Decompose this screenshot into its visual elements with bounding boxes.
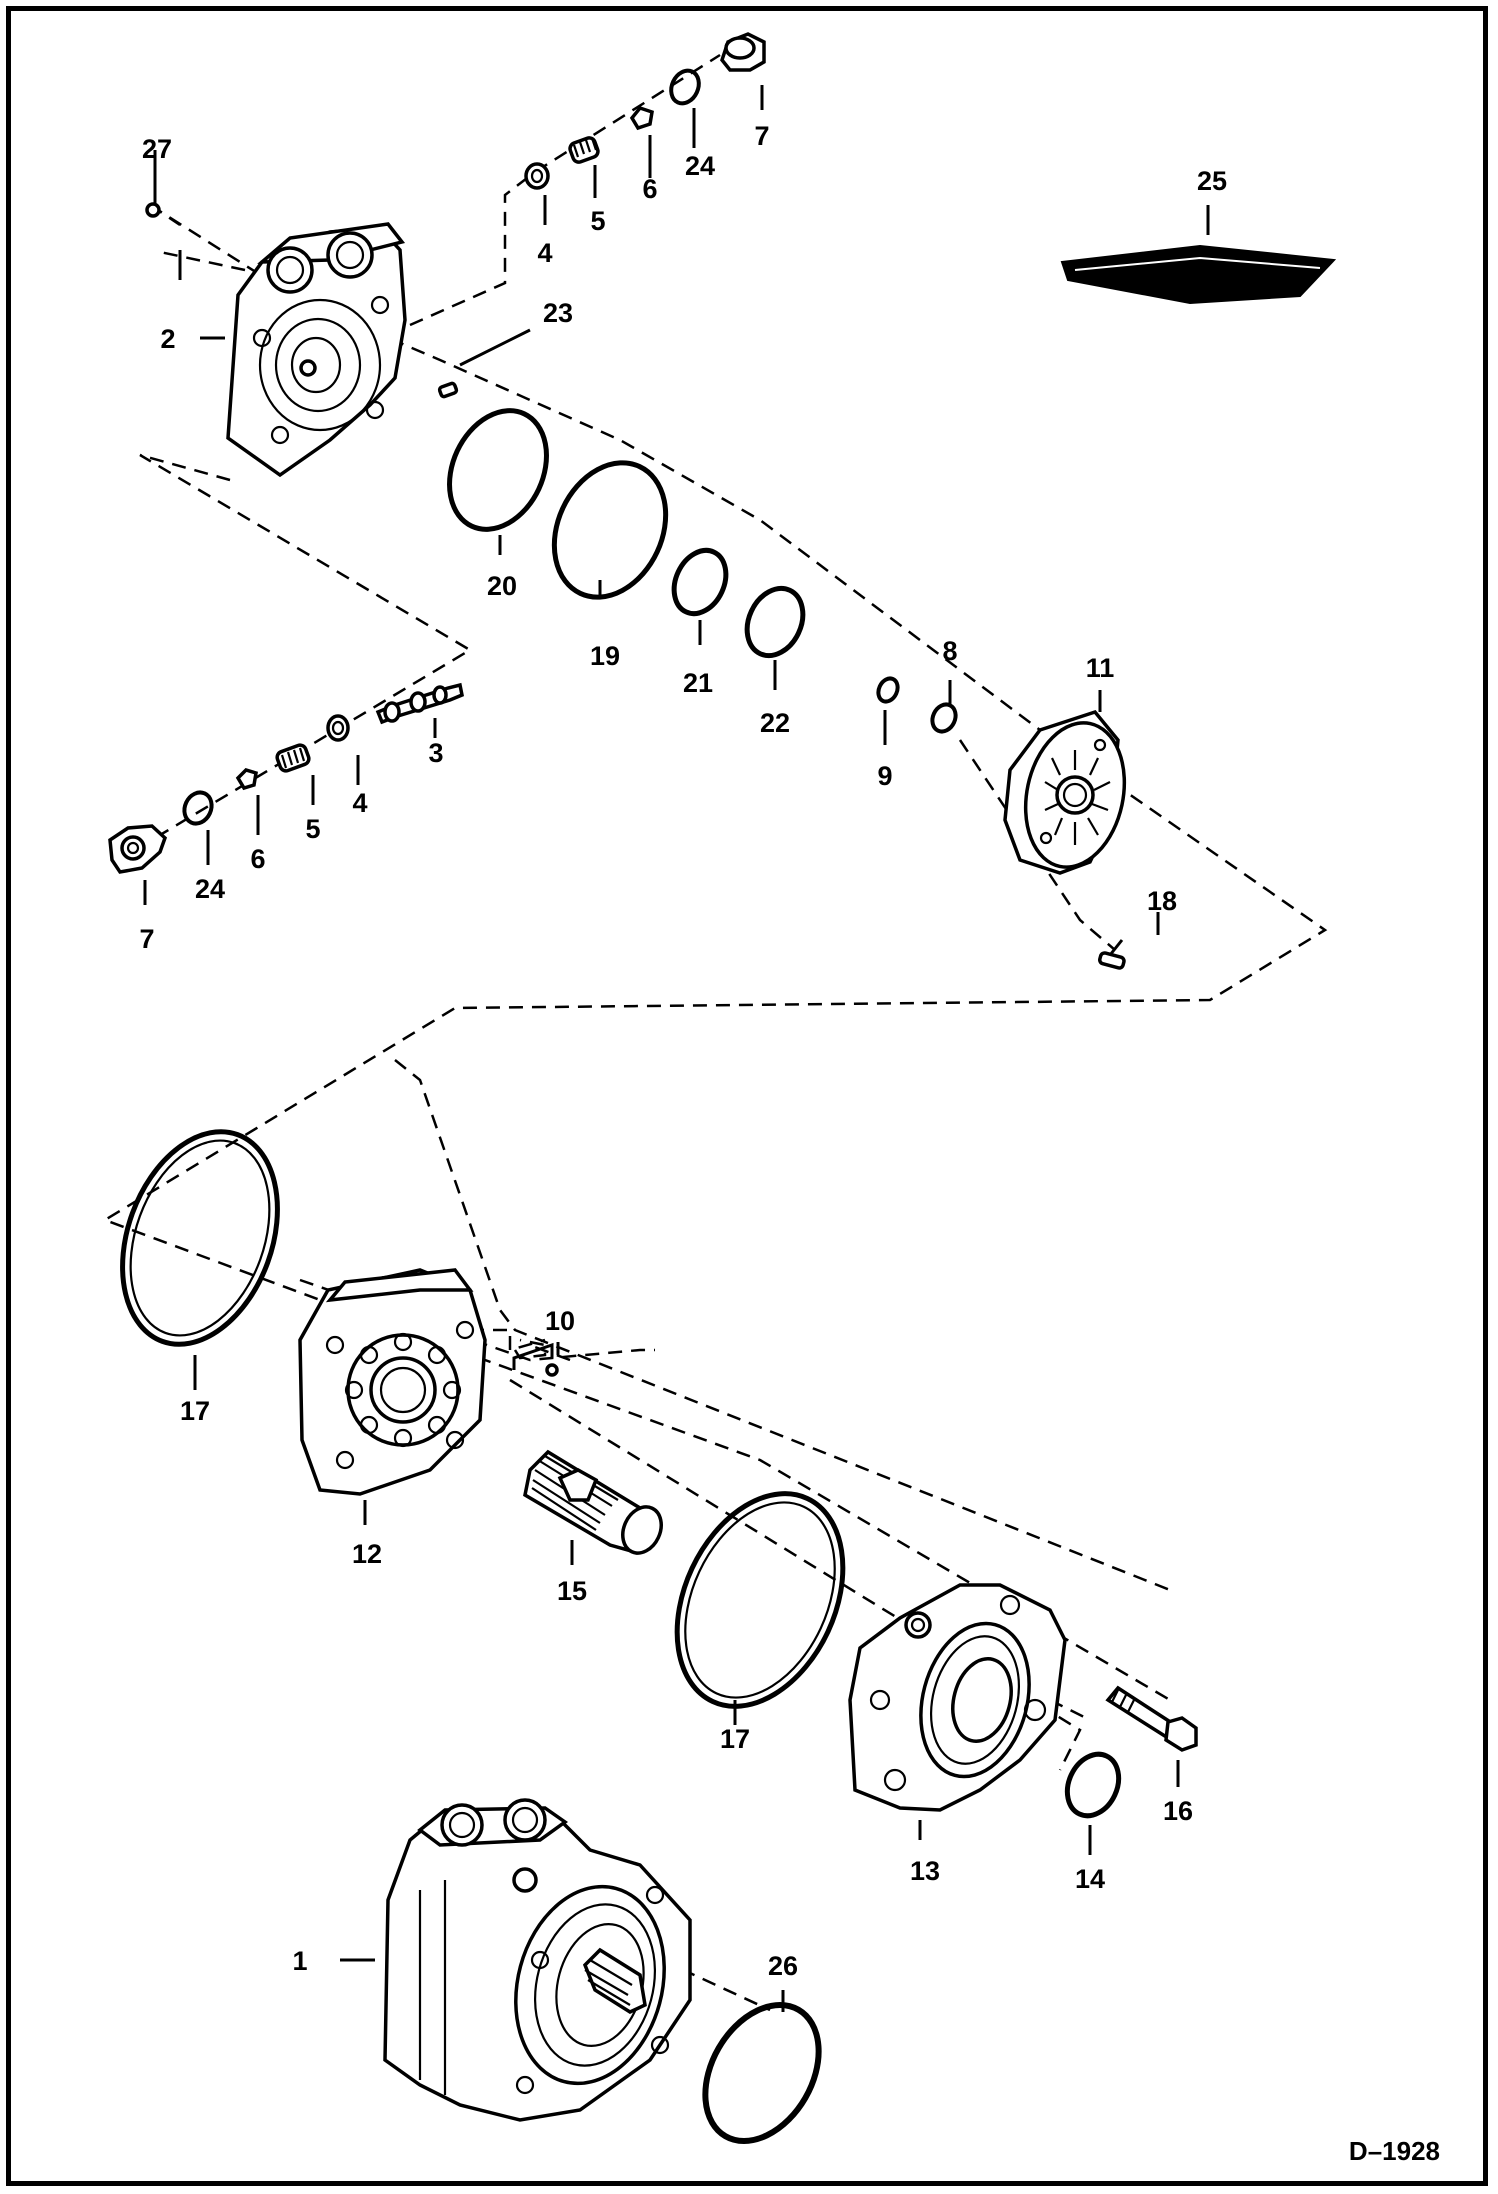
- callout-1: 1: [292, 1946, 307, 1976]
- callout-2: 2: [160, 324, 175, 354]
- callout-7-lower: 7: [139, 924, 154, 954]
- callout-13: 13: [910, 1856, 940, 1886]
- part-5-spring-upper: [568, 136, 600, 164]
- part-19-seal-ring: [551, 460, 669, 600]
- part-17-ring-lower: [674, 1491, 846, 1709]
- part-7-plug-upper: [720, 32, 766, 72]
- callout-26: 26: [768, 1951, 798, 1981]
- part-10-pin: [545, 1363, 559, 1377]
- part-9-ring: [876, 676, 900, 704]
- callout-21: 21: [683, 668, 713, 698]
- callout-24-upper: 24: [685, 151, 715, 181]
- callout-14: 14: [1075, 1864, 1105, 1894]
- part-5-spring-lower: [275, 743, 311, 773]
- upper-check-valve-parts: [524, 32, 766, 190]
- part-26-o-ring: [702, 2002, 822, 2144]
- callout-17-lower: 17: [720, 1724, 750, 1754]
- part-8-washer: [930, 702, 958, 734]
- part-14-o-ring: [1064, 1751, 1122, 1819]
- callout-11: 11: [1086, 653, 1115, 683]
- callout-27: 27: [142, 134, 172, 164]
- part-15-drive-shaft: [523, 1449, 663, 1555]
- part-1-motor-housing: [383, 1798, 692, 2122]
- callout-20: 20: [487, 571, 517, 601]
- callout-22: 22: [760, 708, 790, 738]
- part-18-pin: [1098, 951, 1126, 970]
- part-2-end-cover: [226, 222, 407, 478]
- callout-10: 10: [545, 1306, 575, 1336]
- callout-5-lower: 5: [305, 814, 320, 844]
- part-20-seal-ring: [447, 408, 549, 532]
- part-11-rotor-disc: [1003, 709, 1127, 875]
- figure-code: D–1928: [1349, 2136, 1440, 2166]
- callout-5-upper: 5: [590, 206, 605, 236]
- part-23-screw: [437, 381, 459, 399]
- part-3-spool: [375, 682, 464, 725]
- callout-25: 25: [1197, 166, 1227, 196]
- callout-18: 18: [1147, 886, 1177, 916]
- callout-23: 23: [543, 298, 573, 328]
- part-17-ring-upper: [120, 1129, 280, 1347]
- callout-4-upper: 4: [537, 238, 552, 268]
- leader-lines: [143, 85, 1210, 2012]
- part-13-bearing-housing: [848, 1583, 1067, 1812]
- callout-3: 3: [428, 738, 443, 768]
- callout-8: 8: [942, 636, 957, 666]
- callout-4-lower: 4: [352, 788, 367, 818]
- callout-15: 15: [557, 1576, 587, 1606]
- part-7-plug-lower: [108, 824, 168, 874]
- callout-7-upper: 7: [754, 121, 769, 151]
- part-25-seal-kit: [1060, 244, 1337, 305]
- part-27-plug: [145, 202, 161, 218]
- part-22-seal-ring: [744, 585, 806, 659]
- callout-6-lower: 6: [250, 844, 265, 874]
- callout-16: 16: [1163, 1796, 1193, 1826]
- callout-24-lower: 24: [195, 874, 225, 904]
- part-21-seal-ring: [671, 547, 729, 617]
- part-callouts: 1 2 3 4 4 5 5 6 6 7 7 8 9 10 11 12 13 14…: [139, 121, 1227, 1981]
- callout-9: 9: [877, 761, 892, 791]
- callout-17-upper: 17: [180, 1396, 210, 1426]
- lower-check-valve-parts: [108, 714, 350, 874]
- callout-6-upper: 6: [642, 174, 657, 204]
- callout-12: 12: [352, 1539, 382, 1569]
- part-12-gerotor-plate: [298, 1268, 487, 1496]
- part-16-bolt: [1105, 1685, 1198, 1752]
- callout-19: 19: [590, 641, 620, 671]
